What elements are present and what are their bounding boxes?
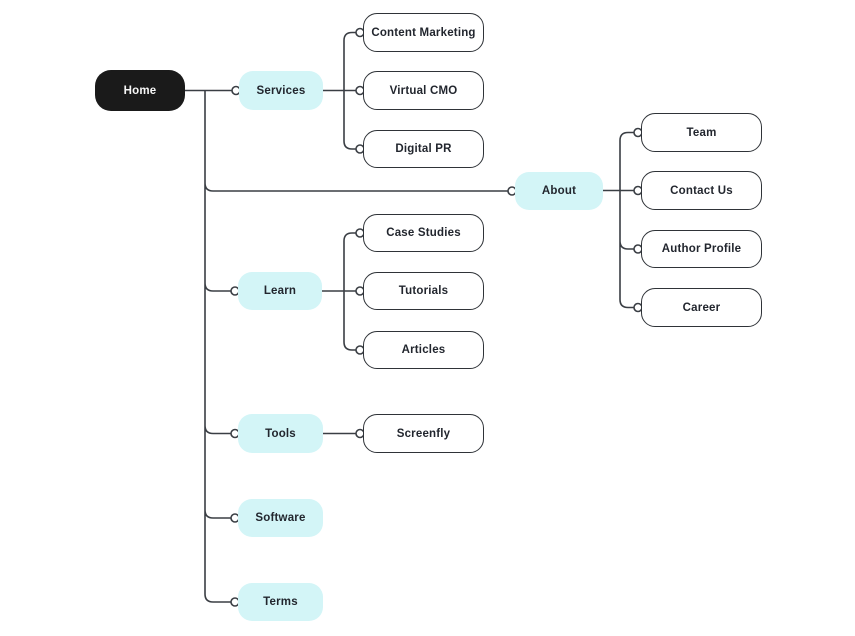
node-screenfly[interactable]: Screenfly <box>363 414 484 453</box>
node-software[interactable]: Software <box>238 499 323 537</box>
node-content-marketing[interactable]: Content Marketing <box>363 13 484 52</box>
node-label-screenfly: Screenfly <box>396 427 451 440</box>
node-contact-us[interactable]: Contact Us <box>641 171 762 210</box>
node-virtual-cmo[interactable]: Virtual CMO <box>363 71 484 110</box>
node-home[interactable]: Home <box>95 70 185 111</box>
node-label-team: Team <box>686 126 717 139</box>
node-label-content-marketing: Content Marketing <box>371 26 476 39</box>
node-label-tools: Tools <box>265 427 296 440</box>
node-label-virtual-cmo: Virtual CMO <box>389 84 458 97</box>
node-label-software: Software <box>255 512 306 524</box>
node-about[interactable]: About <box>515 172 603 210</box>
node-terms[interactable]: Terms <box>238 583 323 621</box>
node-tutorials[interactable]: Tutorials <box>363 272 484 310</box>
node-label-author-profile: Author Profile <box>661 243 742 255</box>
node-articles[interactable]: Articles <box>363 331 484 369</box>
node-tools[interactable]: Tools <box>238 414 323 453</box>
node-career[interactable]: Career <box>641 288 762 327</box>
node-label-services: Services <box>256 84 306 97</box>
node-author-profile[interactable]: Author Profile <box>641 230 762 268</box>
node-team[interactable]: Team <box>641 113 762 152</box>
node-label-about: About <box>541 185 577 197</box>
node-label-case-studies: Case Studies <box>386 227 461 239</box>
node-services[interactable]: Services <box>239 71 323 110</box>
node-learn[interactable]: Learn <box>238 272 322 310</box>
node-digital-pr[interactable]: Digital PR <box>363 130 484 168</box>
node-case-studies[interactable]: Case Studies <box>363 214 484 252</box>
connector-path <box>185 31 634 603</box>
node-label-tutorials: Tutorials <box>398 285 449 297</box>
node-label-articles: Articles <box>401 344 446 356</box>
node-label-learn: Learn <box>263 285 297 297</box>
node-label-terms: Terms <box>263 596 298 608</box>
node-label-career: Career <box>682 301 721 314</box>
node-label-digital-pr: Digital PR <box>395 143 452 155</box>
node-label-home: Home <box>123 84 157 97</box>
node-label-contact-us: Contact Us <box>670 184 733 197</box>
